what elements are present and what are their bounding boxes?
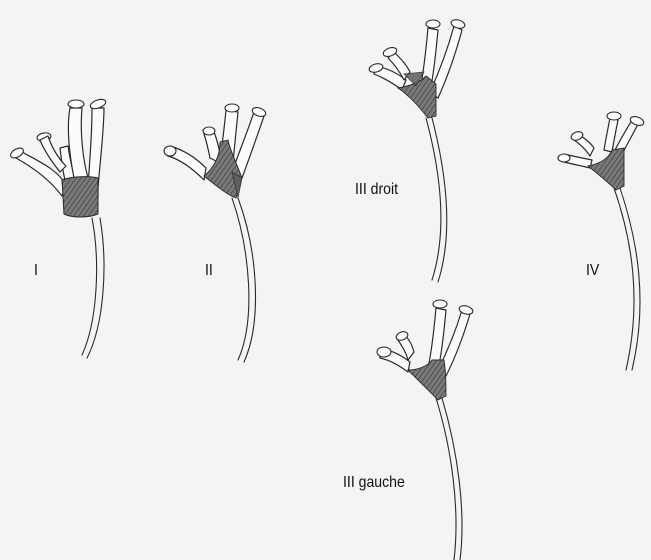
- specimen-III-droit-drawing: [368, 18, 466, 282]
- label-II: II: [205, 262, 213, 280]
- label-I: I: [34, 262, 38, 280]
- specimen-II-drawing: [164, 104, 267, 362]
- label-III-droit: III droit: [355, 181, 398, 199]
- specimen-III-gauche-drawing: [377, 300, 474, 560]
- specimen-I-drawing: [9, 98, 107, 358]
- specimen-IV-drawing: [558, 112, 645, 370]
- label-III-gauche: III gauche: [343, 474, 405, 492]
- label-IV: IV: [586, 262, 599, 280]
